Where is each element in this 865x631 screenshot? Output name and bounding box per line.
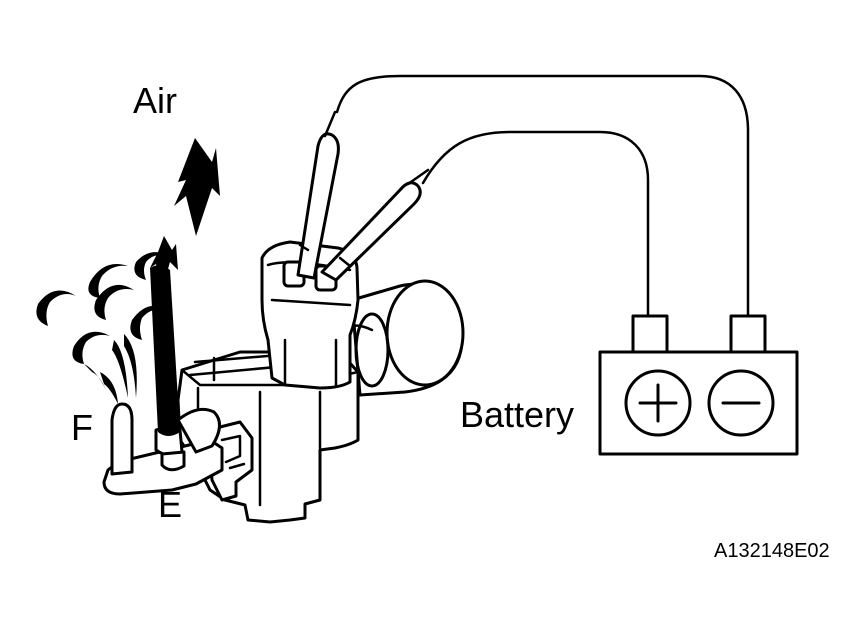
air-label: Air <box>133 80 177 121</box>
port-f-nozzle <box>110 402 134 476</box>
port-e-label: E <box>158 484 182 525</box>
port-f-label: F <box>71 407 93 448</box>
arrow-down-icon <box>150 236 178 290</box>
battery-positive-terminal <box>631 314 669 356</box>
arrow-down-icon <box>174 138 220 236</box>
figure-id: A132148E02 <box>714 540 830 562</box>
lead-wire-outer <box>335 74 750 320</box>
probe-left <box>296 132 340 280</box>
air-flow-arrows <box>150 138 220 290</box>
test-leads <box>335 74 750 320</box>
ports <box>102 402 224 496</box>
solenoid-coil <box>346 279 465 397</box>
air-puffs <box>36 252 170 404</box>
probe-right <box>320 181 422 282</box>
battery-label: Battery <box>460 394 574 435</box>
lead-wire-inner <box>421 130 650 320</box>
test-probes <box>296 110 430 282</box>
air-hose <box>150 265 180 436</box>
battery-negative-terminal <box>729 314 767 356</box>
valve-body <box>176 348 360 524</box>
battery <box>598 314 799 456</box>
